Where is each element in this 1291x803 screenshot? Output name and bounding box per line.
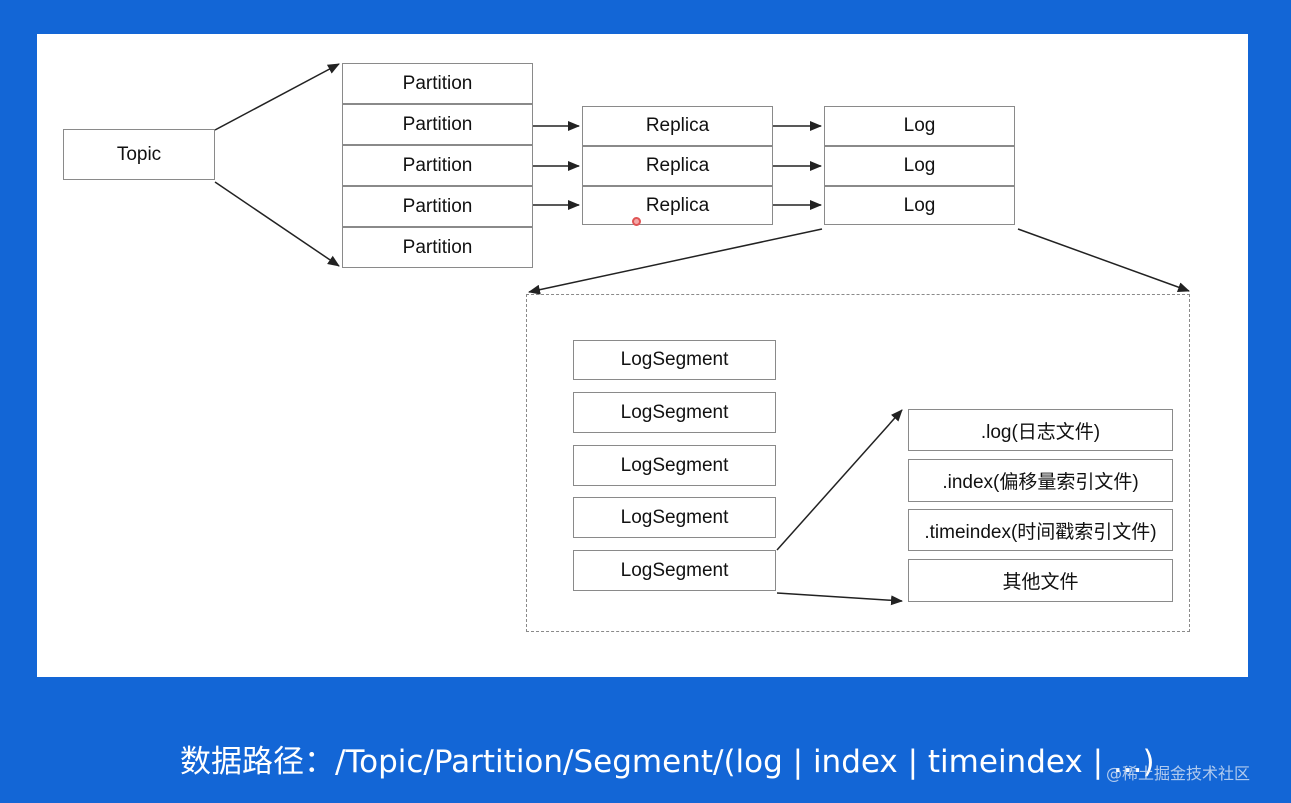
replica-box: Replica xyxy=(582,106,773,146)
arrow-topic-to-last-partition xyxy=(214,181,340,267)
log-segment-box: LogSegment xyxy=(573,340,776,380)
partition-box: Partition xyxy=(342,145,533,186)
arrow-segment-to-log-file xyxy=(776,409,903,551)
partition-label: Partition xyxy=(402,236,473,258)
segment-file-label: .log(日志文件) xyxy=(980,421,1101,443)
log-segment-group xyxy=(526,294,1190,632)
segment-file-box: .log(日志文件) xyxy=(908,409,1173,451)
log-segment-label: LogSegment xyxy=(620,559,729,581)
partition-box: Partition xyxy=(342,227,533,268)
arrow-log-to-segment-group-left xyxy=(528,228,823,295)
watermark: @稀土掘金技术社区 xyxy=(1106,764,1251,783)
arrow-topic-to-first-partition xyxy=(214,63,340,131)
replica-box: Replica xyxy=(582,186,773,225)
partition-label: Partition xyxy=(402,113,473,135)
replica-box: Replica xyxy=(582,146,773,186)
log-label: Log xyxy=(903,194,936,216)
arrow-segment-to-other-files xyxy=(776,592,903,606)
log-segment-label: LogSegment xyxy=(620,401,729,423)
partition-box: Partition xyxy=(342,104,533,145)
segment-file-box: .index(偏移量索引文件) xyxy=(908,459,1173,502)
partition-box: Partition xyxy=(342,186,533,227)
replica-label: Replica xyxy=(645,194,710,216)
topic-label: Topic xyxy=(116,143,162,165)
replica-label: Replica xyxy=(645,155,710,176)
segment-file-label: .index(偏移量索引文件) xyxy=(942,472,1139,493)
log-box: Log xyxy=(824,146,1015,186)
log-segment-label: LogSegment xyxy=(620,454,729,476)
topic-box: Topic xyxy=(63,129,215,180)
log-segment-box: LogSegment xyxy=(573,392,776,433)
log-label: Log xyxy=(903,115,936,136)
arrow-log-to-segment-group-right xyxy=(1017,228,1190,292)
partition-label: Partition xyxy=(402,72,473,94)
partition-label: Partition xyxy=(402,154,473,176)
log-box: Log xyxy=(824,186,1015,225)
log-segment-box: LogSegment xyxy=(573,550,776,591)
log-segment-label: LogSegment xyxy=(620,506,729,528)
segment-file-box: 其他文件 xyxy=(908,559,1173,602)
segment-file-label: 其他文件 xyxy=(1002,572,1079,593)
partition-label: Partition xyxy=(402,195,473,217)
partition-box: Partition xyxy=(342,63,533,104)
segment-file-box: .timeindex(时间戳索引文件) xyxy=(908,509,1173,551)
log-segment-label: LogSegment xyxy=(620,349,729,370)
segment-file-label: .timeindex(时间戳索引文件) xyxy=(924,521,1157,543)
data-path-caption: 数据路径：/Topic/Partition/Segment/(log | ind… xyxy=(180,744,1155,780)
log-segment-box: LogSegment xyxy=(573,497,776,538)
log-box: Log xyxy=(824,106,1015,146)
cursor-highlight xyxy=(632,217,641,226)
log-label: Log xyxy=(903,155,936,176)
replica-label: Replica xyxy=(645,115,710,136)
log-segment-box: LogSegment xyxy=(573,445,776,486)
